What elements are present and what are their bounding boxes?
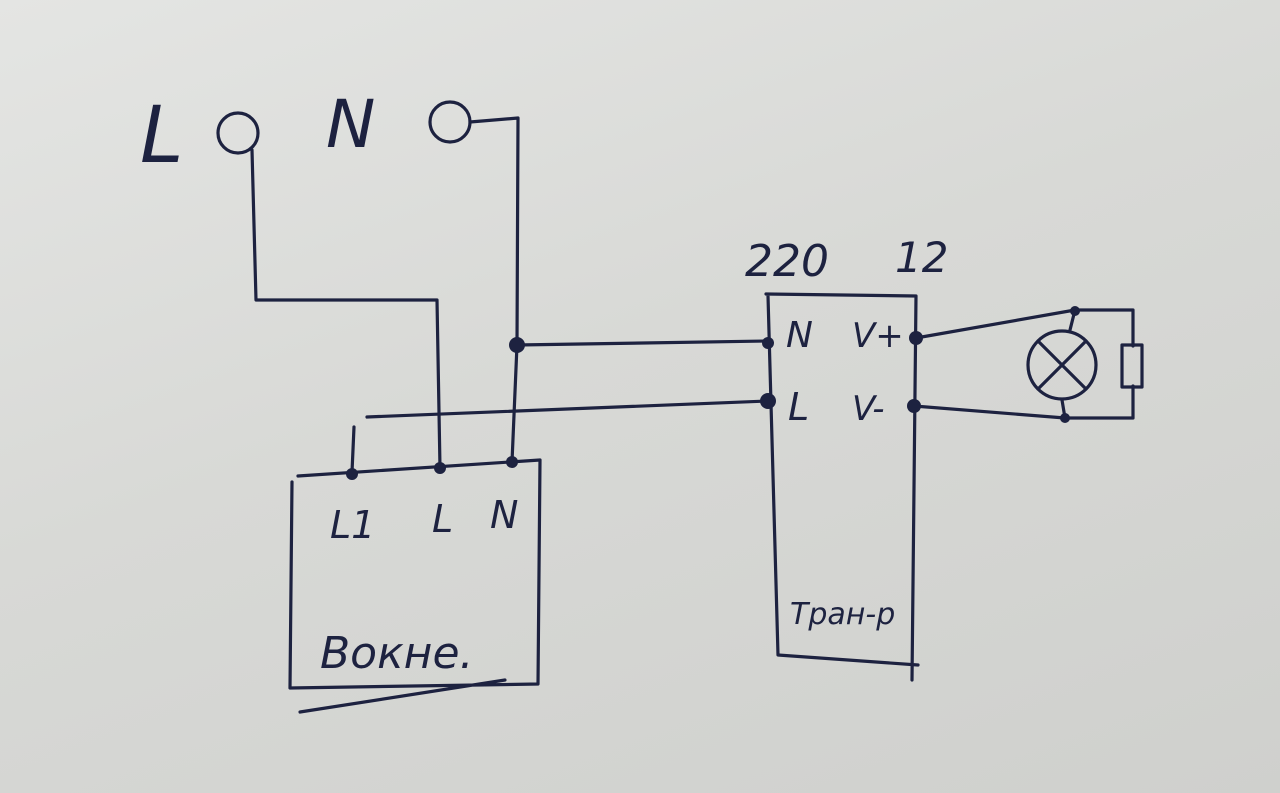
junction-l — [434, 462, 446, 474]
junction-neutral-split — [509, 337, 525, 353]
supply-neutral-terminal — [428, 100, 472, 144]
resistor-icon — [1120, 343, 1144, 389]
junction-lamp-bottom — [1060, 413, 1070, 423]
transformer-terminal-l: L — [788, 385, 809, 429]
supply-line-label: L — [140, 91, 183, 181]
lamp-icon — [1026, 329, 1098, 401]
transformer-caption: Трaн-р — [790, 597, 895, 632]
transformer-box — [764, 292, 920, 682]
junction-n — [506, 456, 518, 468]
transformer-output-voltage: 12 — [895, 233, 948, 282]
supply-line-terminal — [216, 111, 260, 155]
sensor-box — [288, 458, 542, 714]
supply-neutral-label: N — [326, 86, 375, 163]
wire-supply-neutral — [468, 116, 520, 464]
sensor-terminal-l: L — [432, 497, 453, 541]
wire-neutral-to-transformer — [515, 339, 770, 347]
junction-lamp-top — [1070, 306, 1080, 316]
junction-l1 — [346, 468, 358, 480]
wire-l1-to-transformer — [365, 399, 770, 419]
wire-supply-line — [250, 148, 442, 470]
wire-vminus — [912, 384, 1135, 420]
wire-l1-drop — [350, 425, 356, 474]
sensor-terminal-l1: L1 — [330, 503, 375, 547]
transformer-terminal-vplus: V+ — [852, 316, 904, 356]
transformer-terminal-n: N — [786, 315, 813, 356]
sensor-caption: Вокне. — [320, 628, 474, 679]
transformer-input-voltage: 220 — [745, 236, 829, 287]
transformer-junction-l — [760, 393, 776, 409]
transformer-junction-n — [762, 337, 774, 349]
wire-vplus — [914, 308, 1135, 348]
transformer-terminal-vminus: V- — [852, 389, 885, 429]
sensor-terminal-n: N — [490, 493, 518, 537]
